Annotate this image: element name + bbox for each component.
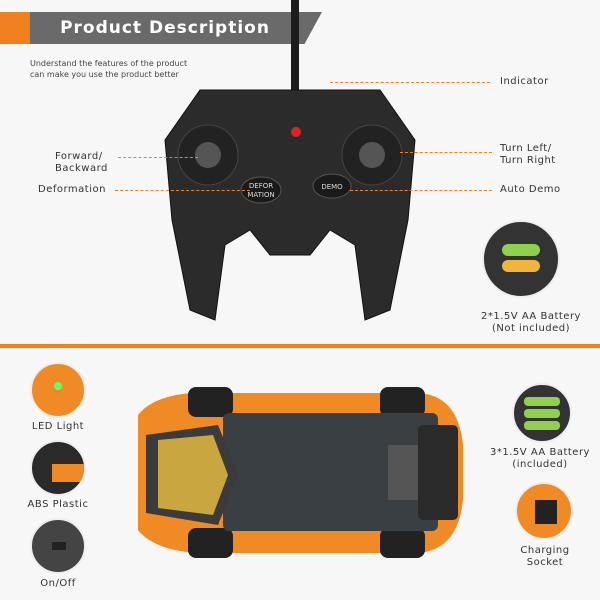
- indicator-light: [291, 127, 301, 137]
- remote-controller: DEFOR MATION DEMO: [164, 89, 416, 321]
- label-car-battery: 3*1.5V AA Battery(included): [490, 447, 590, 470]
- leader-line: [115, 190, 250, 191]
- svg-text:MATION: MATION: [247, 191, 274, 199]
- remote-battery-image: [482, 220, 560, 298]
- leader-line: [350, 190, 492, 191]
- label-remote-battery: 2*1.5V AA Battery(Not included): [481, 311, 581, 334]
- page-title: Product Description: [60, 18, 270, 38]
- label-abs-plastic: ABS Plastic: [27, 499, 89, 510]
- label-forward-backward: Forward/Backward: [55, 151, 108, 174]
- antenna-cable: [291, 0, 299, 95]
- label-deformation: Deformation: [38, 184, 106, 195]
- abs-plastic-image: [30, 440, 86, 496]
- label-on-off: On/Off: [40, 578, 76, 589]
- leader-line: [118, 157, 198, 158]
- label-auto-demo: Auto Demo: [500, 184, 561, 195]
- deformation-button-label: DEFOR: [249, 182, 273, 190]
- demo-button-label: DEMO: [321, 183, 343, 191]
- label-turn: Turn Left/Turn Right: [500, 143, 556, 166]
- label-led-light: LED Light: [31, 421, 85, 432]
- charging-socket-image: [515, 482, 573, 540]
- section-divider: [0, 344, 600, 348]
- on-off-image: [30, 518, 86, 574]
- title-banner: [30, 12, 322, 44]
- car-battery-image: [512, 383, 572, 443]
- car-image: [138, 387, 463, 558]
- leader-line: [330, 82, 490, 83]
- label-indicator: Indicator: [500, 76, 549, 87]
- led-light-image: [30, 362, 86, 418]
- banner-accent: [0, 12, 30, 44]
- leader-line: [400, 152, 492, 153]
